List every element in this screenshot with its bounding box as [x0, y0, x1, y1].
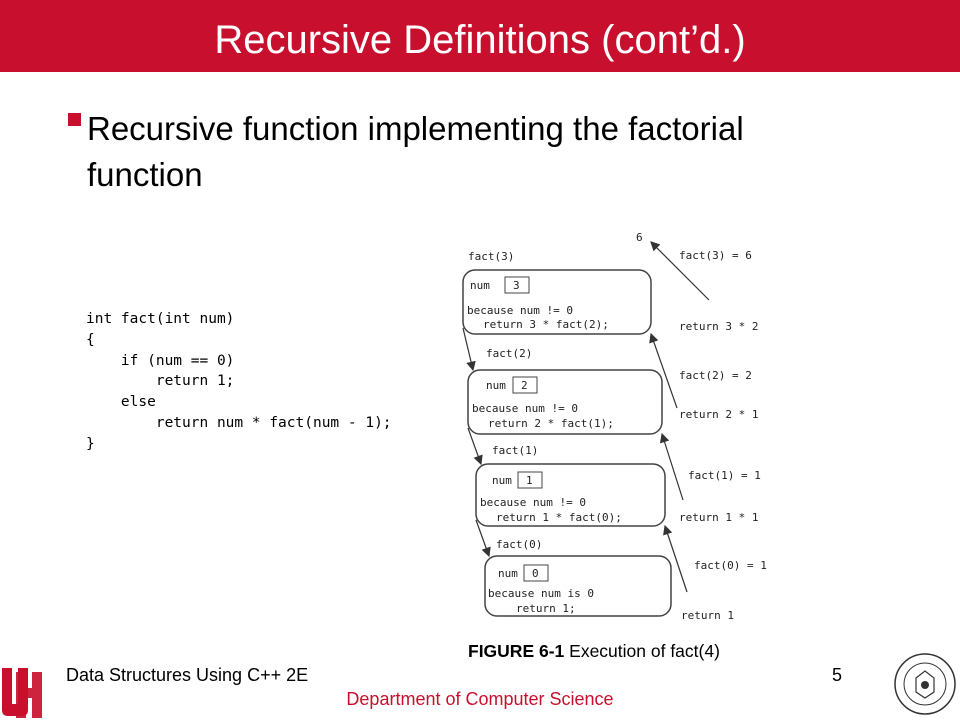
bullet-marker	[68, 113, 81, 126]
page-number: 5	[832, 665, 843, 685]
num-value: 0	[532, 567, 539, 580]
footer-book-title: Data Structures Using C++ 2E	[66, 665, 309, 685]
call-arrow	[475, 519, 491, 558]
return-label: return 2 * 1	[679, 408, 758, 421]
num-box	[512, 376, 538, 394]
recursion-figure: fact(3) num 3 because num != 0 return 3 …	[462, 231, 767, 622]
uh-logo-icon	[2, 668, 42, 718]
frame-header: fact(2)	[486, 347, 532, 360]
num-label: num	[498, 567, 518, 580]
return-arrow	[663, 524, 688, 593]
code-listing: int fact(int num) { if (num == 0) return…	[86, 311, 392, 452]
return-label: fact(0) = 1	[694, 559, 767, 572]
return-label: fact(2) = 2	[679, 369, 752, 382]
num-value: 1	[526, 474, 533, 487]
num-label: num	[486, 379, 506, 392]
num-value: 2	[521, 379, 528, 392]
frame-line1: because num != 0	[472, 402, 578, 415]
frame-header: fact(3)	[468, 250, 514, 263]
num-value: 3	[513, 279, 520, 292]
title-bar	[0, 0, 960, 72]
num-label: num	[492, 474, 512, 487]
frame-line2: return 3 * fact(2);	[483, 318, 609, 331]
return-arrow	[650, 241, 710, 301]
bullet-text: Recursive function implementing the fact…	[87, 110, 744, 193]
result-value: 6	[636, 231, 643, 244]
call-arrow	[462, 327, 476, 372]
num-box	[517, 471, 543, 489]
frame-box	[467, 369, 663, 435]
return-label: return 3 * 2	[679, 320, 758, 333]
call-arrow	[467, 427, 483, 466]
university-seal-icon	[894, 653, 956, 715]
frame-box	[475, 463, 666, 527]
frame-line2: return 1;	[516, 602, 576, 615]
num-box	[504, 276, 530, 294]
frame-line2: return 1 * fact(0);	[496, 511, 622, 524]
figure-caption-label: FIGURE 6-1	[468, 641, 565, 661]
return-label: fact(1) = 1	[688, 469, 761, 482]
frame-box	[462, 269, 652, 335]
num-label: num	[470, 279, 490, 292]
frame-line2: return 2 * fact(1);	[488, 417, 614, 430]
return-label: return 1	[681, 609, 734, 622]
return-arrow	[659, 432, 684, 501]
figure-caption: FIGURE 6-1 Execution of fact(4)	[468, 641, 720, 662]
frame-line1: because num != 0	[467, 304, 573, 317]
department-name: Department of Computer Science	[346, 689, 614, 709]
return-label: fact(3) = 6	[679, 249, 752, 262]
figure-caption-text: Execution of fact(4)	[564, 641, 720, 661]
frame-line1: because num != 0	[480, 496, 586, 509]
frame-box	[484, 555, 672, 617]
return-label: return 1 * 1	[679, 511, 758, 524]
frame-header: fact(0)	[496, 538, 542, 551]
return-arrow	[649, 332, 678, 409]
num-box	[523, 564, 549, 582]
frame-line1: because num is 0	[488, 587, 594, 600]
slide-title: Recursive Definitions (cont’d.)	[214, 18, 746, 62]
frame-header: fact(1)	[492, 444, 538, 457]
